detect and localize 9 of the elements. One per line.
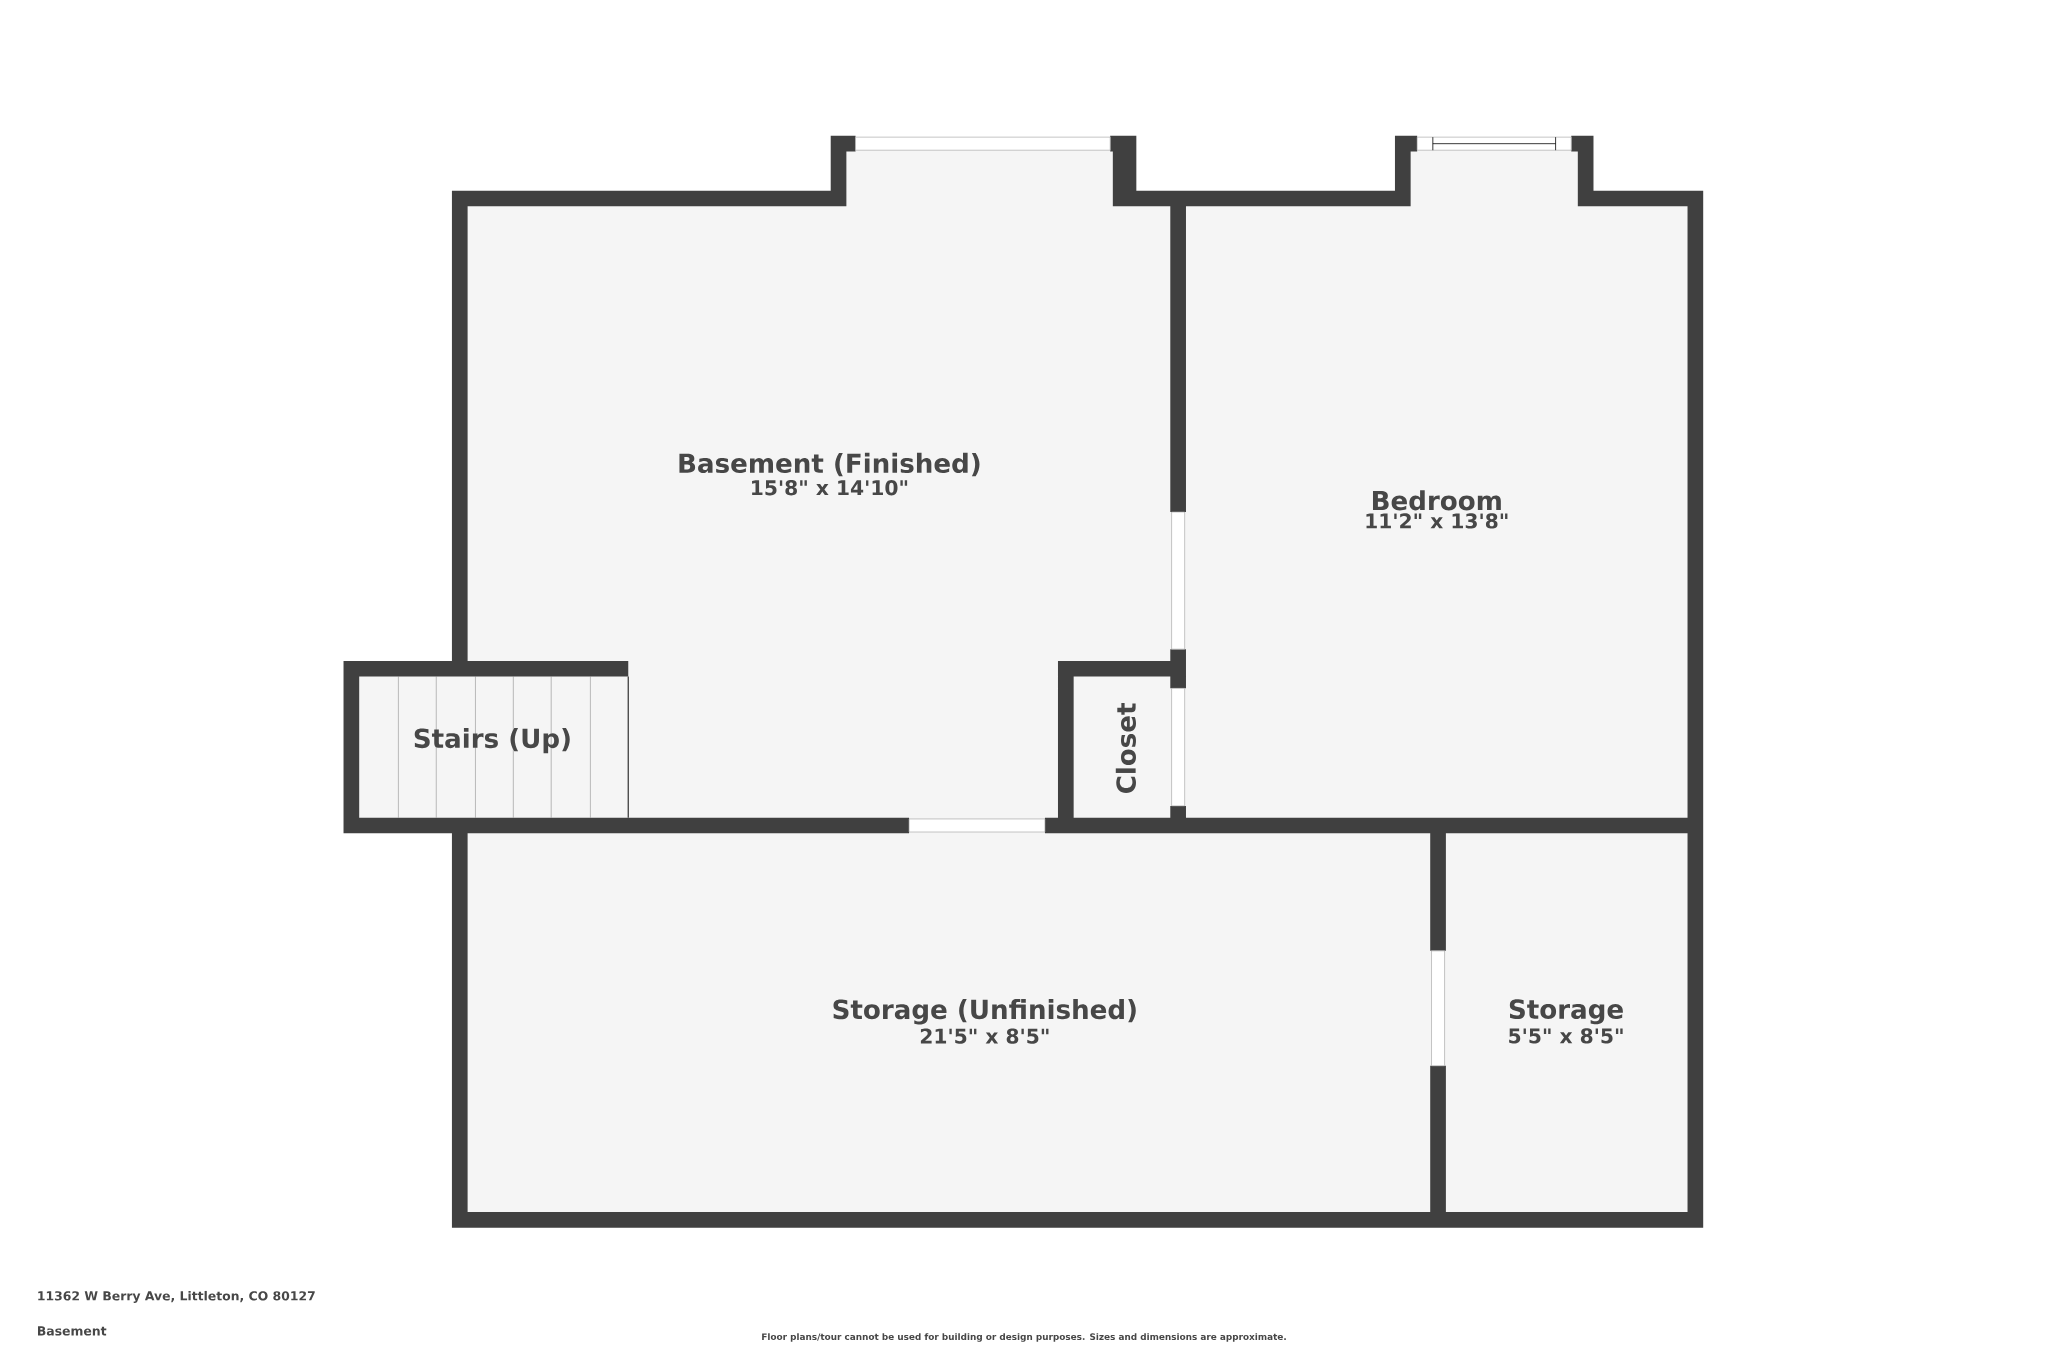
room-label: Storage (Unfinished) 21'5" x 8'5" [833,999,1136,1044]
caption-text: Floor plans/tour cannot be used for building or design purposes. Sizes and dimensions are approximate. [762,1333,1286,1342]
room-label: Stairs (Up) [414,728,570,754]
room-label: Bedroom 11'2" x 13'8" [1366,490,1508,529]
caption-text: 11362 W Berry Ave, Littleton, CO 80127 [38,1291,315,1304]
caption-text: Basement [38,1326,107,1336]
room-label: Closet [1115,703,1136,794]
room-label: Storage 5'5" x 8'5" [1509,999,1623,1044]
room-label: Basement (Finished) 15'8" x 14'10" [679,452,980,496]
